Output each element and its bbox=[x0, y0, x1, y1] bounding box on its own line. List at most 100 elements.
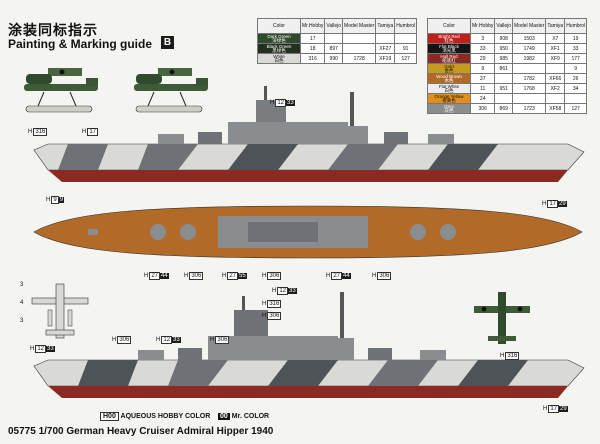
callout-h: H bbox=[156, 337, 161, 343]
table-header: Humbrol bbox=[394, 18, 418, 34]
table-cell-mm: 1503 bbox=[512, 33, 547, 44]
table-cell-hobby: 33 bbox=[469, 43, 496, 54]
callout-code: 316 bbox=[33, 128, 48, 136]
table-cell-mm bbox=[342, 43, 377, 54]
guide-title-cn: 涂装同标指示 bbox=[8, 22, 98, 38]
callout-h: H bbox=[112, 337, 117, 343]
table-cell-hobby: 18 bbox=[299, 43, 326, 54]
callout-code: 17 bbox=[547, 200, 559, 208]
marking-3a: 3 bbox=[20, 282, 24, 288]
table-cell-hobby: 29 bbox=[469, 53, 496, 64]
callout-h: H bbox=[270, 100, 275, 106]
aqueous-code: H00 bbox=[100, 412, 119, 421]
callout-code: 33 bbox=[286, 100, 295, 106]
ship-profile-upper bbox=[33, 86, 585, 182]
table-cell-mm: 1723 bbox=[512, 103, 547, 114]
table-cell-vallejo: 990 bbox=[324, 53, 344, 64]
table-cell-vallejo: 908 bbox=[494, 33, 514, 44]
table-cell-hobby: 306 bbox=[469, 103, 496, 114]
callout-code: 306 bbox=[377, 272, 392, 280]
callout-code: 9 bbox=[51, 196, 59, 204]
table-cell-humbrol: 19 bbox=[564, 33, 588, 44]
table-cell-vallejo bbox=[324, 33, 344, 44]
seaplane-side-camo-2 bbox=[134, 68, 208, 113]
callout-code: 33 bbox=[172, 337, 181, 343]
callout-h: H bbox=[262, 313, 267, 319]
marking-4a: 4 bbox=[20, 300, 24, 306]
table-header: Mr.Hobby bbox=[299, 18, 326, 34]
callout-h: H bbox=[543, 406, 548, 412]
callout-code: 33 bbox=[288, 288, 297, 294]
table-cell-mm: 1782 bbox=[512, 73, 547, 84]
callout-h: H bbox=[262, 273, 267, 279]
table-cell-humbrol: 9 bbox=[564, 63, 588, 74]
table-cell-humbrol: 33 bbox=[564, 43, 588, 54]
callout-code: 306 bbox=[189, 272, 204, 280]
callout-code: 27 bbox=[227, 272, 239, 280]
table-cell-humbrol: 127 bbox=[564, 103, 588, 114]
table-cell-tamiya: XF19 bbox=[375, 53, 396, 64]
table-cell-tamiya: X7 bbox=[545, 33, 566, 44]
callout-code: 306 bbox=[267, 312, 282, 320]
table-cell-hobby: 37 bbox=[469, 73, 496, 84]
table-cell-hobby: 3 bbox=[469, 33, 496, 44]
callout-code: 55 bbox=[238, 273, 247, 279]
callout-h: H bbox=[144, 273, 149, 279]
table-header: Model Master bbox=[342, 18, 377, 34]
seaplane-top-right bbox=[474, 292, 530, 344]
table-cell-humbrol: 127 bbox=[394, 53, 418, 64]
mr-color-code: 00 bbox=[218, 413, 230, 420]
table-cell-vallejo: 985 bbox=[494, 53, 514, 64]
seaplane-top-left bbox=[31, 283, 89, 339]
callout-h: H bbox=[30, 346, 35, 352]
table-cell-hobby: 316 bbox=[299, 53, 326, 64]
table-header: Vallejo bbox=[324, 18, 344, 34]
callout-code: 12 bbox=[35, 345, 47, 353]
table-header: Humbrol bbox=[564, 18, 588, 34]
callout-code: 33 bbox=[46, 346, 55, 352]
variant-badge: B bbox=[161, 36, 174, 49]
callout-code: 27 bbox=[149, 272, 161, 280]
table-header: Color bbox=[427, 18, 471, 34]
callout-h: H bbox=[326, 273, 331, 279]
table-cell-mm: 1728 bbox=[342, 53, 377, 64]
marking-3b: 3 bbox=[20, 318, 24, 324]
callout-h: H bbox=[500, 353, 505, 359]
callout-code: 27 bbox=[331, 272, 343, 280]
paint-legend: H00 AQUEOUS HOBBY COLOR 00 Mr. COLOR bbox=[100, 412, 269, 421]
table-header: Color bbox=[257, 18, 301, 34]
callout-code: 12 bbox=[277, 287, 289, 295]
table-header: Tamiya bbox=[545, 18, 566, 34]
table-cell-vallejo bbox=[494, 73, 514, 84]
ship-deck-plan bbox=[33, 205, 583, 259]
kit-title: 05775 1/700 German Heavy Cruiser Admiral… bbox=[8, 426, 274, 437]
